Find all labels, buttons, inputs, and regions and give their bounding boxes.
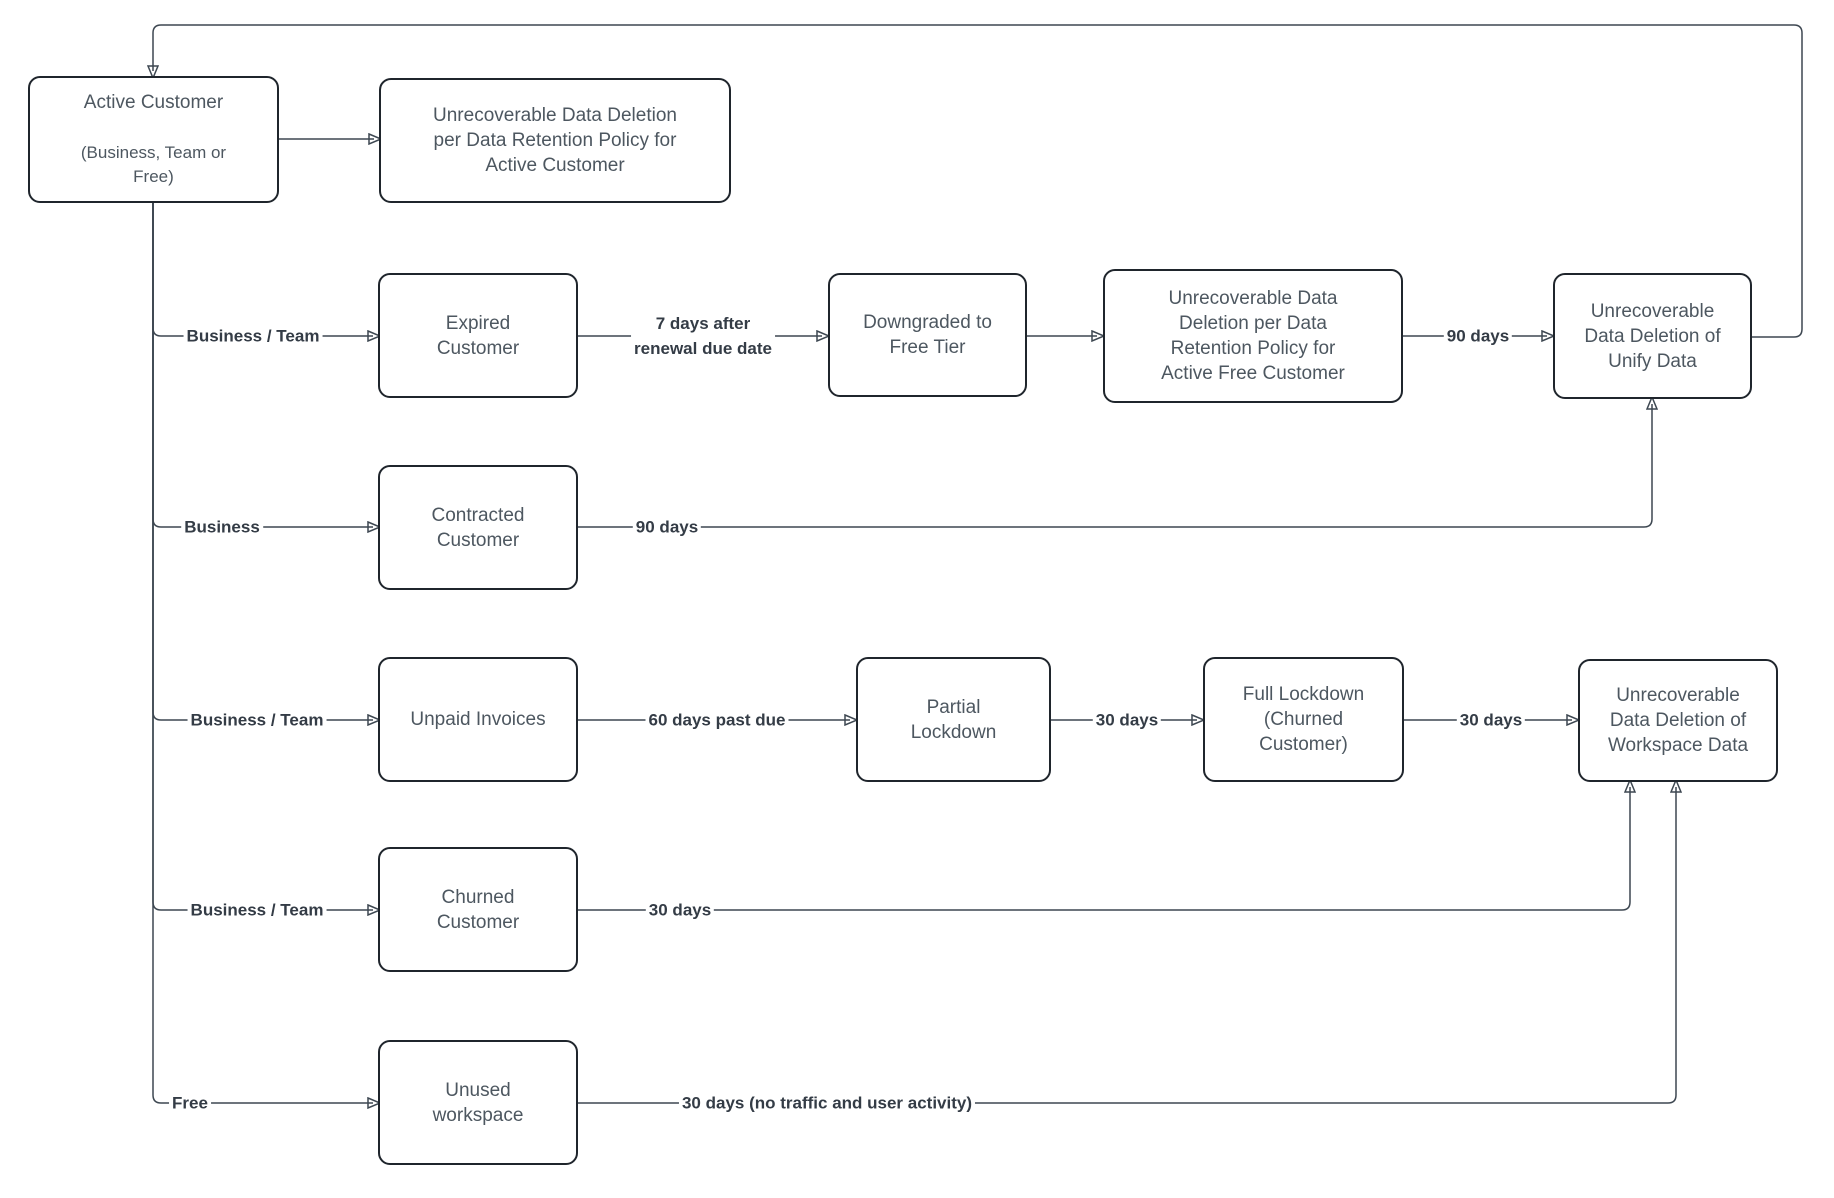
edge-label-business-contracted: Business [181, 514, 263, 540]
edge-label-thirty-days-partial: 30 days [1092, 707, 1162, 733]
node-partial-lockdown[interactable]: Partial Lockdown [856, 657, 1051, 782]
edge-label-business-team-unpaid: Business / Team [187, 707, 327, 733]
node-expired-customer[interactable]: Expired Customer [378, 273, 578, 398]
node-full-lockdown-label: Full Lockdown (Churned Customer) [1242, 684, 1365, 755]
edge-label-thirty-days-unused: 30 days (no traffic and user activity) [678, 1090, 976, 1116]
node-deletion-active-customer[interactable]: Unrecoverable Data Deletion per Data Ret… [379, 78, 731, 203]
node-active-customer[interactable]: Active Customer (Business, Team or Free) [28, 76, 279, 203]
connector-active-to-expired [152, 203, 373, 336]
node-unused-workspace-label: Unused workspace [432, 1079, 524, 1126]
connector-churned-to-workspace [578, 787, 1630, 911]
node-active-customer-label: Active Customer (Business, Team or Free) [81, 65, 226, 214]
connector-active-to-churned [152, 203, 373, 910]
edge-label-ninety-days-free: 90 days [1443, 323, 1513, 349]
node-downgraded-free-tier[interactable]: Downgraded to Free Tier [828, 273, 1027, 397]
connector-active-to-contracted [152, 203, 373, 527]
node-deletion-workspace-data-label: Unrecoverable Data Deletion of Workspace… [1607, 685, 1749, 756]
node-active-customer-subtitle: (Business, Team or Free) [80, 143, 227, 186]
connector-unused-to-workspace [578, 787, 1676, 1104]
edge-label-business-team-churned: Business / Team [187, 897, 327, 923]
node-full-lockdown[interactable]: Full Lockdown (Churned Customer) [1203, 657, 1404, 782]
node-downgraded-free-tier-label: Downgraded to Free Tier [863, 312, 992, 358]
node-churned-customer[interactable]: Churned Customer [378, 847, 578, 972]
edge-label-ninety-days-contracted: 90 days [632, 514, 702, 540]
connector-unify-to-active [153, 24, 1803, 338]
node-deletion-active-customer-label: Unrecoverable Data Deletion per Data Ret… [433, 105, 677, 176]
edge-label-seven-days: 7 days after renewal due date [631, 311, 775, 361]
node-churned-customer-label: Churned Customer [436, 886, 520, 933]
node-deletion-workspace-data[interactable]: Unrecoverable Data Deletion of Workspace… [1578, 659, 1778, 782]
edge-label-thirty-days-churned: 30 days [645, 897, 715, 923]
edge-label-free-unused: Free [169, 1090, 211, 1116]
connector-contracted-to-unify [578, 404, 1652, 528]
node-deletion-unify-data-label: Unrecoverable Data Deletion of Unify Dat… [1584, 300, 1721, 372]
node-unused-workspace[interactable]: Unused workspace [378, 1040, 578, 1165]
edge-label-thirty-days-full: 30 days [1456, 707, 1526, 733]
node-deletion-active-free-customer[interactable]: Unrecoverable Data Deletion per Data Ret… [1103, 269, 1403, 403]
node-partial-lockdown-label: Partial Lockdown [910, 696, 997, 743]
node-expired-customer-label: Expired Customer [436, 312, 520, 359]
node-active-customer-title: Active Customer [83, 92, 224, 113]
node-deletion-active-free-customer-label: Unrecoverable Data Deletion per Data Ret… [1161, 288, 1345, 384]
connector-active-to-unused [152, 203, 373, 1103]
node-deletion-unify-data[interactable]: Unrecoverable Data Deletion of Unify Dat… [1553, 273, 1752, 399]
node-contracted-customer[interactable]: Contracted Customer [378, 465, 578, 590]
edge-label-sixty-days-past-due: 60 days past due [645, 707, 789, 733]
node-unpaid-invoices[interactable]: Unpaid Invoices [378, 657, 578, 782]
connector-active-to-unpaid [152, 203, 373, 720]
node-contracted-customer-label: Contracted Customer [431, 504, 525, 551]
edge-label-business-team-expired: Business / Team [183, 323, 323, 349]
node-unpaid-invoices-label: Unpaid Invoices [410, 709, 546, 730]
